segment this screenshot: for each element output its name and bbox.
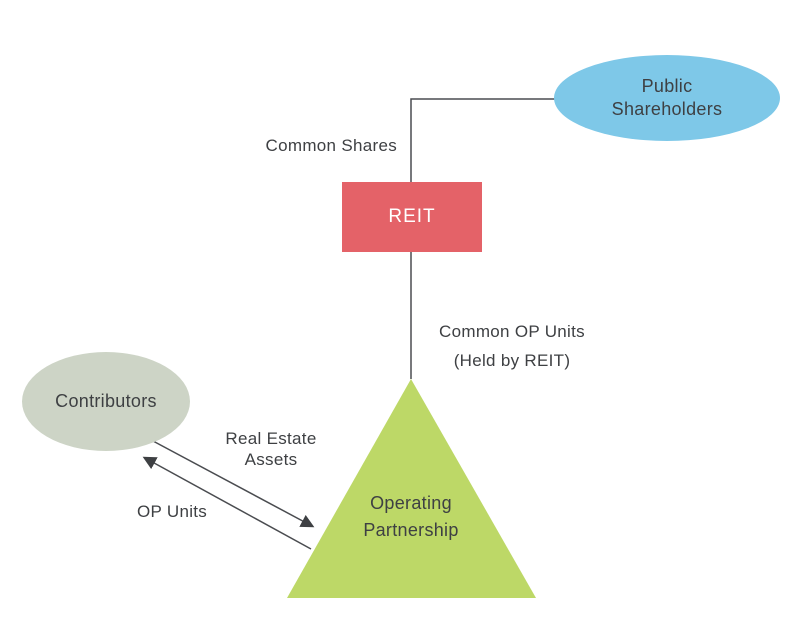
arrow-real-estate-assets <box>152 440 315 528</box>
connector-shareholders-to-reit <box>410 98 555 182</box>
node-contributors-label: Contributors <box>55 391 157 411</box>
edge-label-real-estate-assets: Real Estate Assets <box>225 429 317 469</box>
node-operating-partnership-shape <box>287 379 536 598</box>
node-public-shareholders: Public Shareholders <box>554 55 780 141</box>
node-operating-partnership-label: Operating Partnership <box>363 493 459 540</box>
arrow-op-units <box>142 456 312 550</box>
node-reit: REIT <box>342 182 482 252</box>
node-reit-label: REIT <box>388 206 436 227</box>
node-contributors: Contributors <box>22 352 190 451</box>
edge-label-common-shares: Common Shares <box>265 136 397 155</box>
edge-label-op-units: OP Units <box>137 502 208 521</box>
edge-label-common-op-units: Common OP Units (Held by REIT) <box>439 322 585 370</box>
node-public-shareholders-label: Public Shareholders <box>611 76 723 119</box>
